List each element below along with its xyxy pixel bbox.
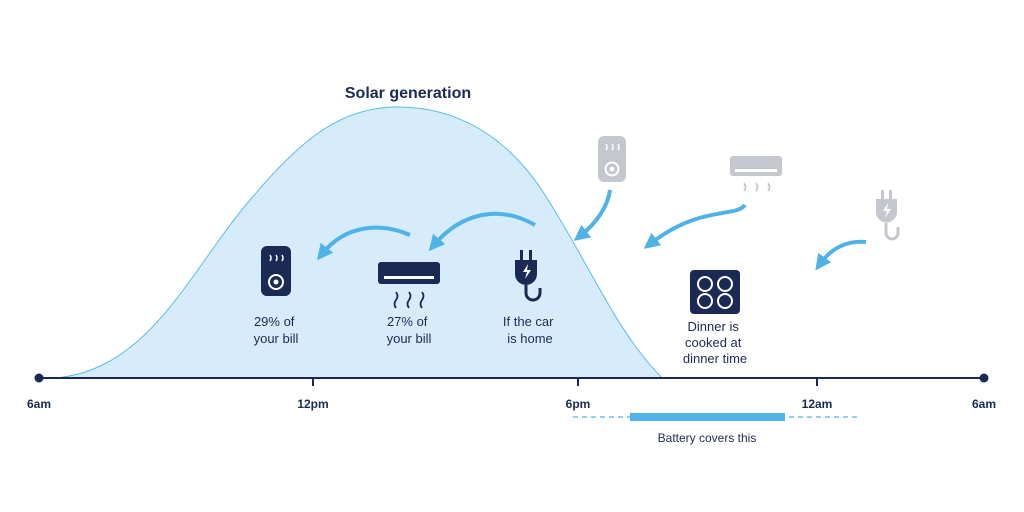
- shift-arrow-from-faded-ev-charger: [815, 239, 867, 271]
- faded-air-conditioner-icon: [730, 156, 782, 192]
- tick-label-6am-end: 6am: [972, 397, 996, 411]
- faded-ev-charger-plug-icon: [876, 190, 900, 241]
- battery-coverage-label: Battery covers this: [658, 431, 757, 445]
- air-conditioner-caption: 27% of your bill: [387, 314, 432, 346]
- shift-arrow-to-air-conditioner: [428, 211, 536, 252]
- tick-label-6pm: 6pm: [566, 397, 591, 411]
- battery-coverage: Battery covers this: [573, 413, 860, 445]
- shift-arrow-to-water-heater: [317, 225, 411, 261]
- water-heater-icon: [261, 246, 291, 296]
- air-conditioner-icon: [378, 262, 440, 309]
- shift-arrow-from-faded-air-conditioner: [643, 203, 747, 249]
- solar-generation-area: [54, 106, 664, 379]
- cooktop-caption: Dinner is cooked at dinner time: [683, 319, 747, 366]
- water-heater-caption: 29% of your bill: [254, 314, 299, 346]
- time-axis: 6am 12pm 6pm 12am 6am: [27, 373, 996, 411]
- tick-label-12pm: 12pm: [297, 397, 328, 411]
- ev-charger-plug-icon: [515, 250, 542, 302]
- solar-generation-title: Solar generation: [345, 85, 471, 102]
- tick-label-6am-start: 6am: [27, 397, 51, 411]
- battery-coverage-bar: [630, 413, 785, 421]
- shift-arrow-from-faded-water-heater: [573, 189, 612, 241]
- cooktop-icon: [690, 270, 740, 314]
- ev-charger-caption: If the car is home: [503, 314, 557, 346]
- faded-water-heater-icon: [598, 136, 626, 182]
- tick-label-12am: 12am: [802, 397, 833, 411]
